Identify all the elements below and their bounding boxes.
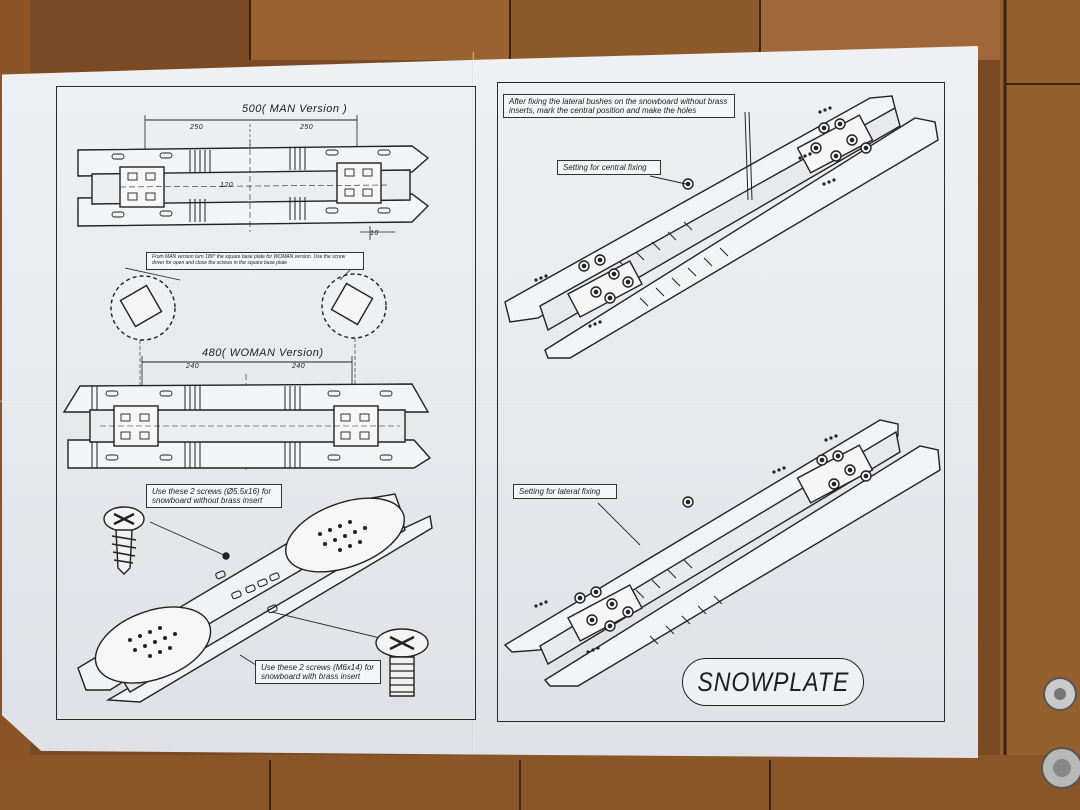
woman-left-dimension: 240 (186, 363, 200, 370)
central-fixing-diagram (504, 95, 939, 359)
woman-total-dimension: 480( WOMAN Version) (202, 347, 324, 359)
isometric-disc-plate-diagram (77, 493, 433, 703)
central-fixing-label: Setting for central fixing (557, 160, 661, 176)
man-total-dimension: 500( MAN Version ) (242, 103, 348, 115)
lateral-fixing-diagram (503, 419, 941, 687)
woman-version-plate-diagram (62, 356, 432, 470)
screw-callout-no-insert: Use these 2 screws (Ø5.5x16) for snowboa… (146, 484, 282, 509)
woman-right-dimension: 240 (292, 363, 306, 370)
man-side-dimension: 10 (370, 230, 379, 237)
screw-callout-brass-insert: Use these 2 screws (M6x14) for snowboard… (255, 660, 381, 685)
square-base-plate-rotation-detail (110, 267, 387, 386)
man-to-woman-note: From MAN version turn 180° the square ba… (146, 252, 364, 270)
logo-text: SNOWPLATE (697, 666, 849, 697)
snowplate-logo: SNOWPLATE (682, 658, 864, 706)
left-panel-frame (56, 86, 476, 720)
wood-screw-icon (103, 506, 145, 575)
man-left-dimension: 250 (190, 124, 204, 131)
right-panel-frame (497, 82, 945, 722)
man-version-plate-diagram (77, 115, 430, 240)
loose-screw-hardware (1041, 677, 1080, 789)
vertical-fold-line (472, 52, 474, 752)
man-height-dimension: 120 (220, 182, 234, 189)
man-right-dimension: 250 (300, 124, 314, 131)
machine-screw-icon (375, 628, 429, 697)
horizontal-fold-line (0, 400, 976, 402)
lateral-fixing-label: Setting for lateral fixing (513, 484, 617, 500)
hole-marking-note: After fixing the lateral bushes on the s… (503, 94, 735, 119)
